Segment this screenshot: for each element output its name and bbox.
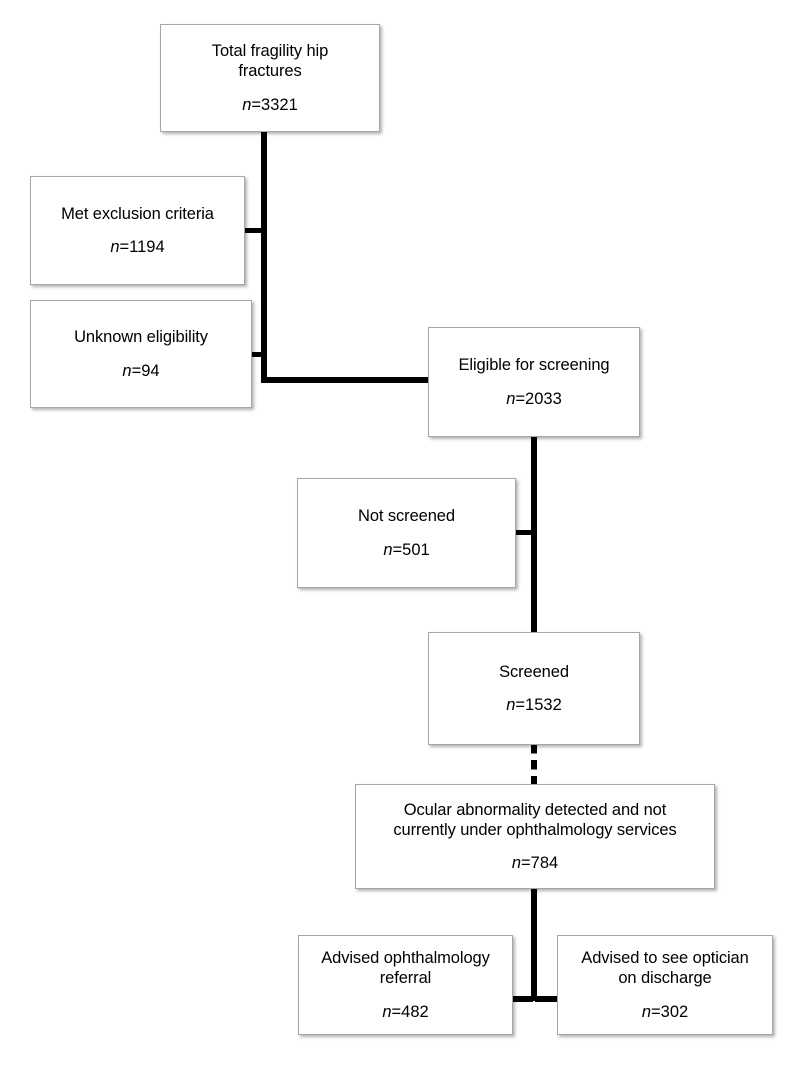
connector-ocular-to-referral [511,996,533,1002]
node-label: Advised to see optician on discharge [581,949,749,988]
connector-eligible-to-not-screened [513,530,534,535]
connector-eligible-to-screened [531,435,537,633]
connector-spine-to-eligible [261,377,431,383]
connector-spine-to-met-exclusion [243,228,265,233]
node-count: n=94 [122,361,160,380]
node-count: n=1194 [110,238,165,256]
node-ocular-abnormality-detected[interactable]: Ocular abnormality detected and not curr… [355,784,715,889]
node-label: Not screened [358,507,455,526]
connector-screened-to-ocular-dashed [531,744,537,785]
node-count: n=2033 [506,389,562,408]
node-count: n=3321 [242,95,298,114]
connector-ocular-to-optician [535,996,559,1002]
connector-spine-to-unknown-eligibility [243,352,265,357]
node-total-fragility-hip-fractures[interactable]: Total fragility hip fractures n=3321 [160,24,380,132]
node-label: Total fragility hip fractures [211,42,329,81]
node-unknown-eligibility[interactable]: Unknown eligibility n=94 [30,300,252,408]
node-screened[interactable]: Screened n=1532 [428,632,640,745]
node-label: Met exclusion criteria [61,204,214,223]
node-advised-to-see-optician[interactable]: Advised to see optician on discharge n=3… [557,935,773,1035]
node-count: n=501 [383,540,430,559]
node-eligible-for-screening[interactable]: Eligible for screening n=2033 [428,327,640,437]
node-label: Advised ophthalmology referral [321,949,490,988]
node-label: Ocular abnormality detected and not curr… [393,800,677,839]
node-count: n=482 [382,1002,429,1021]
node-met-exclusion-criteria[interactable]: Met exclusion criteria n=1194 [30,176,245,285]
connector-total-to-spine [261,130,267,382]
node-label: Screened [499,662,569,681]
node-label: Eligible for screening [458,356,610,375]
node-label: Unknown eligibility [74,328,208,347]
node-advised-ophthalmology-referral[interactable]: Advised ophthalmology referral n=482 [298,935,513,1035]
node-not-screened[interactable]: Not screened n=501 [297,478,516,588]
node-count: n=784 [511,854,559,873]
connector-ocular-trunk [531,888,537,1001]
node-count: n=302 [641,1002,689,1021]
node-count: n=1532 [506,696,562,714]
